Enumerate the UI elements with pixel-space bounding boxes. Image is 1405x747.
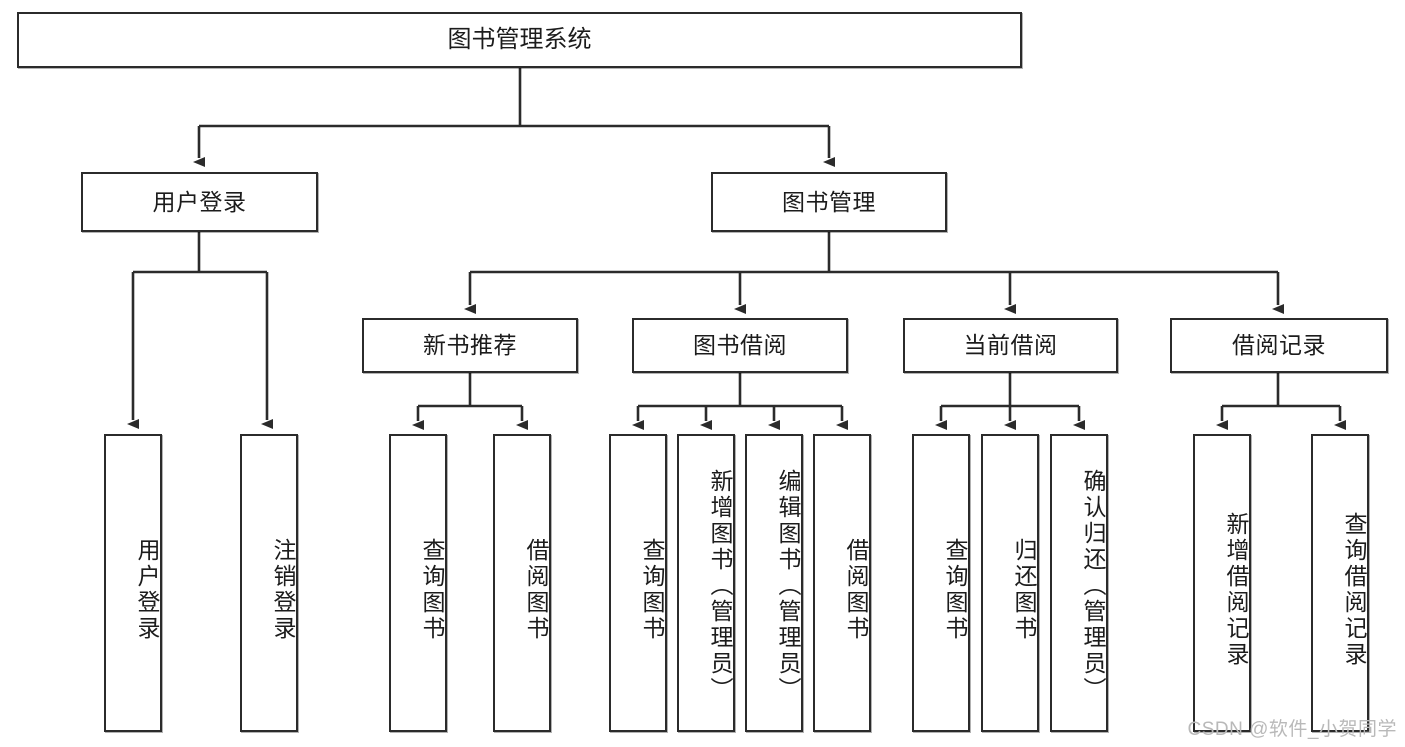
leaf-user-login-label: 用户登录: [134, 538, 160, 642]
leaf-query-book-2[interactable]: 查询图书: [609, 434, 667, 732]
node-new-book-recommend[interactable]: 新书推荐: [362, 318, 578, 373]
node-book-borrow-label: 图书借阅: [693, 332, 787, 359]
leaf-confirm-return-label: 确认归还（管理员）: [1080, 469, 1106, 703]
leaf-logout[interactable]: 注销登录: [240, 434, 298, 732]
leaf-query-book-2-label: 查询图书: [639, 538, 665, 642]
leaf-return-book-label: 归还图书: [1011, 538, 1037, 642]
node-user-login[interactable]: 用户登录: [81, 172, 318, 232]
leaf-borrow-book-1[interactable]: 借阅图书: [493, 434, 551, 732]
node-current-borrow[interactable]: 当前借阅: [903, 318, 1118, 373]
csdn-watermark: CSDN @软件_小贺同学: [1187, 719, 1397, 740]
leaf-add-record[interactable]: 新增借阅记录: [1193, 434, 1251, 732]
node-book-manage-label: 图书管理: [782, 188, 876, 215]
leaf-query-record-label: 查询借阅记录: [1341, 512, 1367, 668]
leaf-query-book-3[interactable]: 查询图书: [912, 434, 970, 732]
node-borrow-record[interactable]: 借阅记录: [1170, 318, 1388, 373]
node-book-borrow[interactable]: 图书借阅: [632, 318, 848, 373]
leaf-borrow-book-2[interactable]: 借阅图书: [813, 434, 871, 732]
leaf-add-book[interactable]: 新增图书（管理员）: [677, 434, 735, 732]
node-borrow-record-label: 借阅记录: [1232, 332, 1326, 359]
node-root-label: 图书管理系统: [447, 26, 592, 54]
leaf-borrow-book-2-label: 借阅图书: [843, 538, 869, 642]
node-new-book-recommend-label: 新书推荐: [423, 332, 517, 359]
node-book-manage[interactable]: 图书管理: [711, 172, 947, 232]
leaf-return-book[interactable]: 归还图书: [981, 434, 1039, 732]
leaf-add-record-label: 新增借阅记录: [1223, 512, 1249, 668]
leaf-confirm-return[interactable]: 确认归还（管理员）: [1050, 434, 1108, 732]
node-current-borrow-label: 当前借阅: [963, 332, 1058, 359]
node-user-login-label: 用户登录: [152, 188, 247, 215]
leaf-edit-book-label: 编辑图书（管理员）: [775, 469, 801, 703]
leaf-query-record[interactable]: 查询借阅记录: [1311, 434, 1369, 732]
leaf-logout-label: 注销登录: [270, 538, 296, 642]
leaf-add-book-label: 新增图书（管理员）: [707, 469, 733, 703]
node-root-title[interactable]: 图书管理系统: [17, 12, 1022, 68]
leaf-query-book-3-label: 查询图书: [942, 538, 968, 642]
leaf-query-book-1[interactable]: 查询图书: [389, 434, 447, 732]
leaf-query-book-1-label: 查询图书: [419, 538, 445, 642]
leaf-user-login[interactable]: 用户登录: [104, 434, 162, 732]
leaf-edit-book[interactable]: 编辑图书（管理员）: [745, 434, 803, 732]
leaf-borrow-book-1-label: 借阅图书: [523, 538, 549, 642]
